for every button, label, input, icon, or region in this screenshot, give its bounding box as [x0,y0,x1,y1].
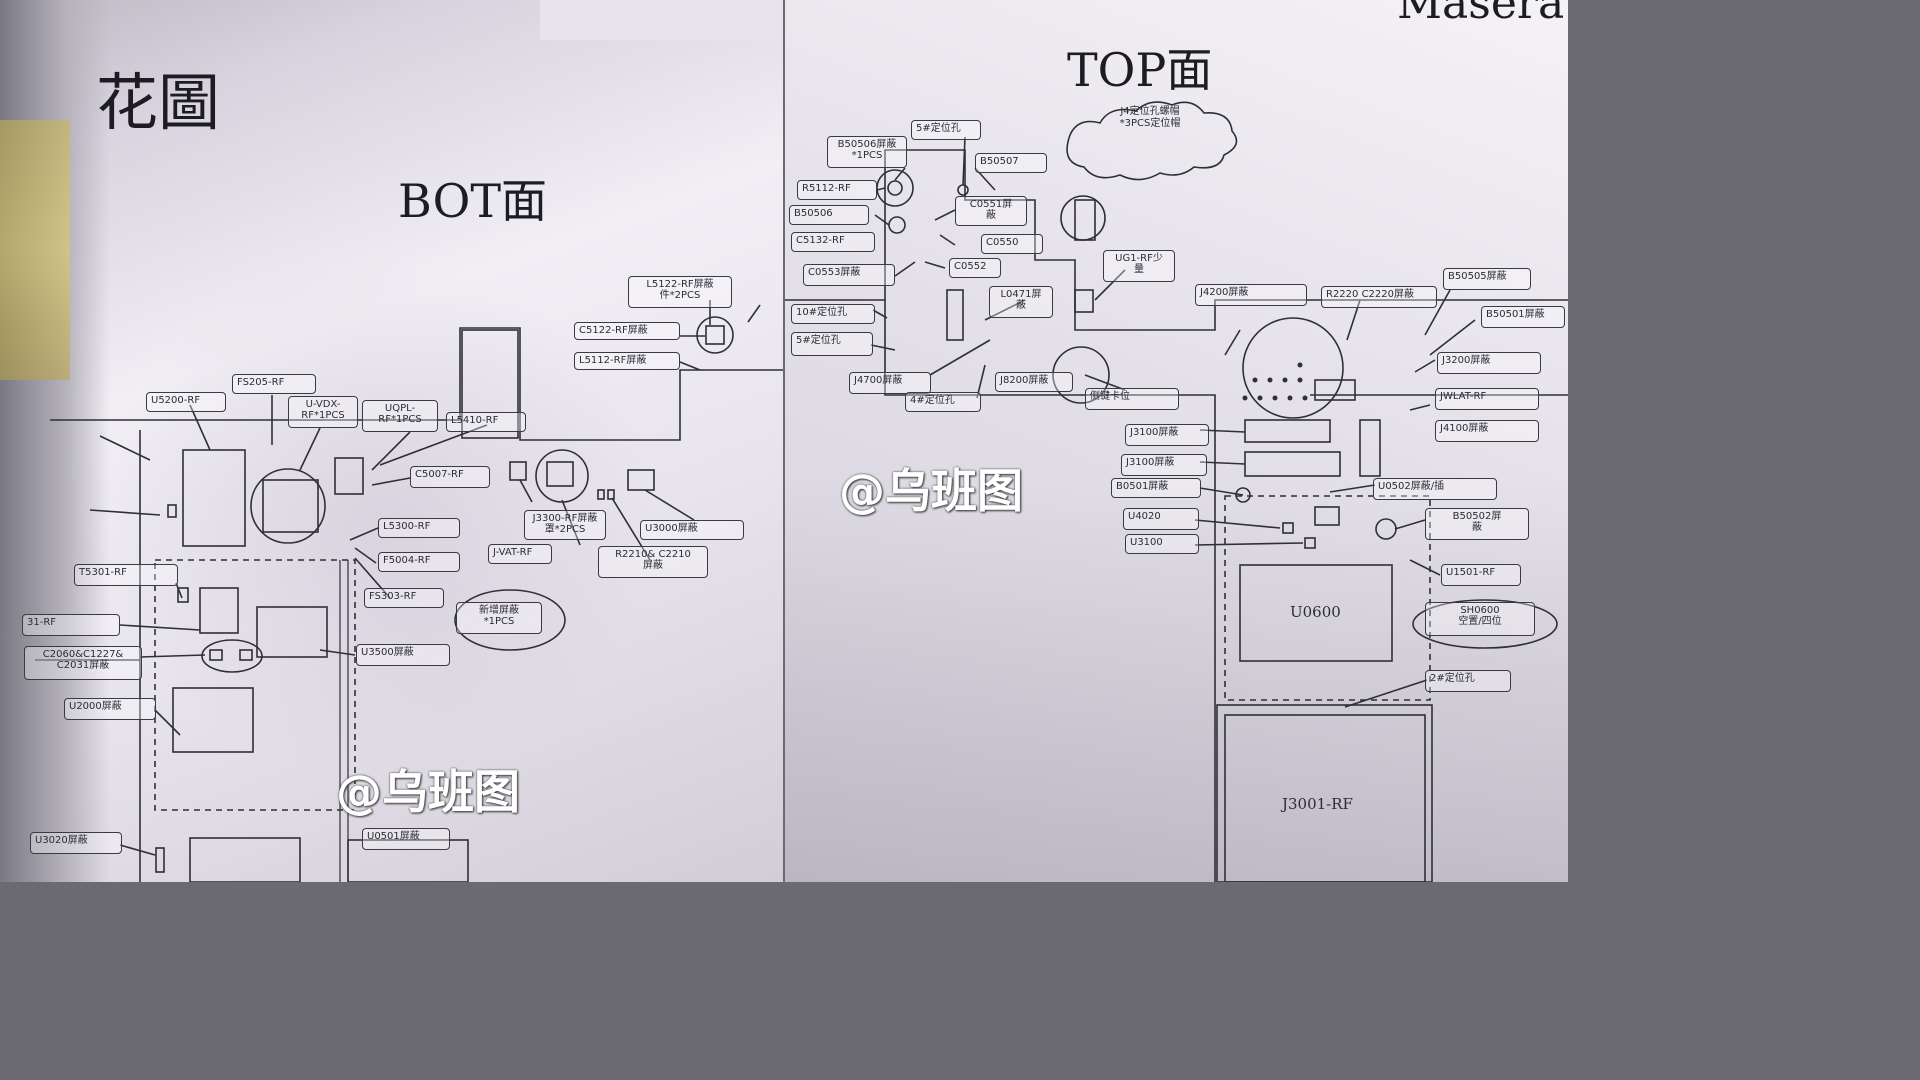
corner-text: Maserat [1397,0,1568,29]
label-r2210: R2210& C2210 屏蔽 [598,546,708,578]
label-u3020: U3020屏蔽 [30,832,122,854]
label-c0552: C0552 [949,258,1001,278]
label-t5301: T5301-RF [74,564,178,586]
chip-j3001: J3001-RF [1282,795,1353,813]
label-c0550: C0550 [981,234,1043,254]
label-ug1: UG1-RF少 量 [1103,250,1175,282]
label-b50506-shield: B50506屏蔽 *1PCS [827,136,907,168]
label-u2000: U2000屏蔽 [64,698,156,720]
label-rf-pad: J4200屏蔽 [1195,284,1307,306]
label-b50502: B50502屏 蔽 [1425,508,1529,540]
label-hole-10: 10#定位孔 [791,304,875,324]
top-side-title: TOP面 [1067,43,1213,97]
bot-pcb-outline [35,300,783,882]
label-b50505: B50505屏蔽 [1443,268,1531,290]
label-c0553: C0553屏蔽 [803,264,895,286]
label-fs205: FS205-RF [232,374,316,394]
label-hole-5: 5#定位孔 [791,332,873,356]
label-j3300: J3300-RF屏蔽 罩*2PCS [524,510,606,540]
label-u5200: U5200-RF [146,392,226,412]
label-l5410: L5410-RF [446,412,526,432]
label-c0551: C0551屏 蔽 [955,196,1027,226]
label-c5122: C5122-RF屏蔽 [574,322,680,340]
label-u3000: U3000屏蔽 [640,520,744,540]
label-l0471: L0471屏 蔽 [989,286,1053,318]
label-c5007: C5007-RF [410,466,490,488]
label-fs303: FS303-RF [364,588,444,608]
label-c5132: C5132-RF [791,232,875,252]
right-sheet-photo: Maserat TOP面 [785,0,1568,882]
watermark-left: @乌班图 [336,765,520,819]
cloud-note: J4定位孔螺帽 *3PCS定位帽 [1119,106,1181,129]
label-c2060: C2060&C1227& C2031屏蔽 [24,646,142,680]
label-j3200: J3200屏蔽 [1437,352,1541,374]
label-r2220: R2220 C2220屏蔽 [1321,286,1437,308]
label-jvat: J-VAT-RF [488,544,552,564]
label-j4700: J4700屏蔽 [849,372,931,394]
label-b50506: B50506 [789,205,869,225]
left-sheet-photo: 花圖 BOT面 [0,0,783,882]
label-u4020: U4020 [1123,508,1199,530]
label-u1501: U1501-RF [1441,564,1521,586]
label-u3100: U3100 [1125,534,1199,554]
label-sh0600: SH0600 空置/四位 [1425,602,1535,636]
label-j4200-shield: J3100屏蔽 [1125,424,1209,446]
label-b50507: B50507 [975,153,1047,173]
label-hole-2: 2#定位孔 [1425,670,1511,692]
label-l5112: L5112-RF屏蔽 [574,352,680,370]
label-l5300: L5300-RF [378,518,460,538]
label-j4100: J4100屏蔽 [1435,420,1539,442]
label-b0501: B0501屏蔽 [1111,478,1201,498]
label-u0502: U0502屏蔽/插 [1373,478,1497,500]
chip-u0600: U0600 [1290,603,1341,621]
sheet-heading: 花圖 [96,66,221,139]
label-j3100: J3100屏蔽 [1121,454,1207,476]
label-new-shield: 新增屏蔽 *1PCS [456,602,542,634]
label-31rf: 31-RF [22,614,120,636]
label-b50501: B50501屏蔽 [1481,306,1565,328]
label-l5122: L5122-RF屏蔽 件*2PCS [628,276,732,308]
label-hole-9: 5#定位孔 [911,120,981,140]
top-pcb-outline [785,101,1568,882]
label-r5112: R5112-RF [797,180,877,200]
label-uqpl: UQPL- RF*1PCS [362,400,438,432]
label-j8200: J8200屏蔽 [995,372,1073,392]
bot-side-title: BOT面 [398,174,548,228]
label-u3500: U3500屏蔽 [356,644,450,666]
label-u0501: U0501屏蔽 [362,828,450,850]
label-uvdx: U-VDX- RF*1PCS [288,396,358,428]
label-jwlat: JWLAT-RF [1435,388,1539,410]
label-f5004: F5004-RF [378,552,460,572]
label-hole-4: 4#定位孔 [905,392,981,412]
watermark-right: @乌班图 [839,464,1023,518]
label-side-key: 侧键卡位 [1085,388,1179,410]
